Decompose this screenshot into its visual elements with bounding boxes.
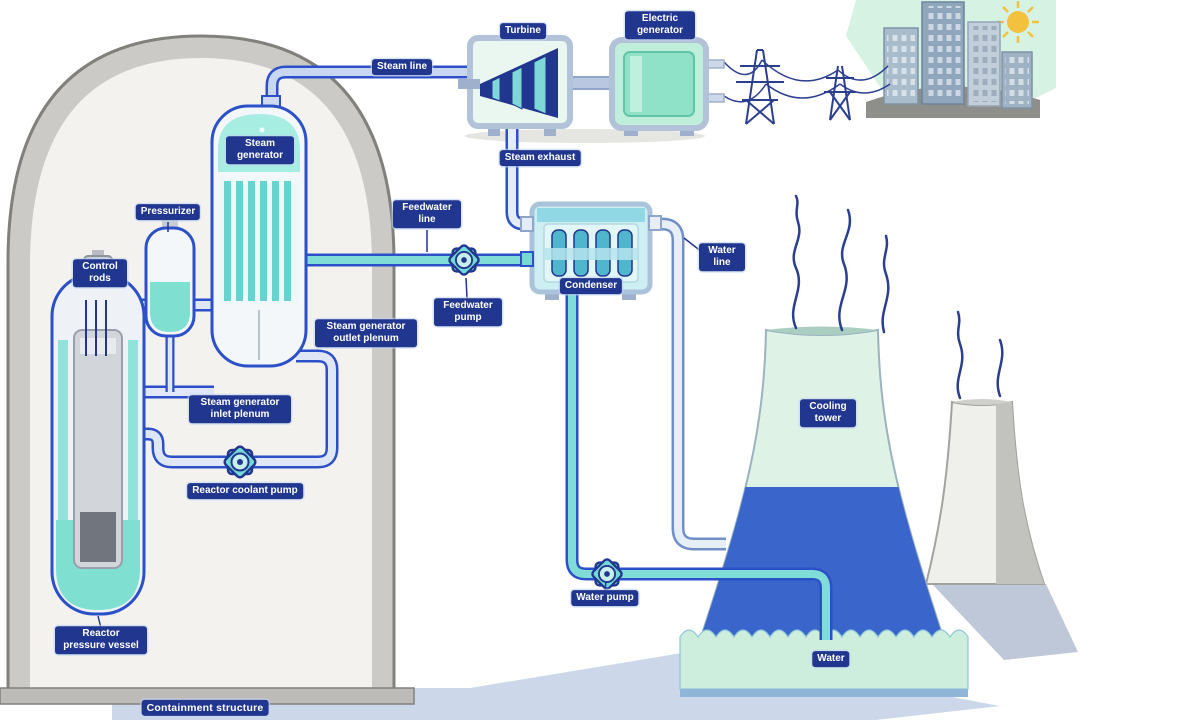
city-scene [846,0,1056,118]
sun-icon [997,1,1039,43]
label-electric-generator: Electric generator [625,11,695,39]
label-control-rods: Control rods [73,259,127,287]
label-feedwater-pump: Feedwater pump [434,298,502,326]
electric-generator [609,37,725,136]
pylon-icon [824,65,856,121]
small-cooling-tower [924,399,1046,585]
label-water-pump: Water pump [571,590,639,606]
steam-line-pipe [268,68,470,112]
cooling-return-pipe [568,292,830,640]
steam-plumes [791,194,1004,400]
label-steam-generator: Steam generator [226,136,294,164]
label-pressurizer: Pressurizer [135,204,201,220]
turbine [458,35,617,136]
transmission-lines [723,49,891,125]
label-reactor-coolant-pump: Reactor coolant pump [187,483,303,499]
city-buildings [883,1,1033,109]
pylon-icon [736,49,784,125]
label-feedwater-line: Feedwater line [393,200,461,228]
label-water: Water [812,651,850,667]
label-sg-inlet-plenum: Steam generator inlet plenum [189,395,291,423]
reactor-pressure-vessel [50,250,146,616]
pressurizer [144,220,196,338]
label-reactor-pressure-vessel: Reactor pressure vessel [55,626,147,654]
water-pump-icon [589,556,625,592]
condenser-tubes [544,229,638,277]
feedwater-pump-icon [446,242,482,278]
label-containment-structure: Containment structure [141,699,269,717]
condenser [520,201,662,300]
label-steam-exhaust: Steam exhaust [499,150,581,166]
label-steam-line: Steam line [371,59,433,75]
label-cooling-tower: Cooling tower [800,399,856,427]
turbine-shaft [565,76,617,90]
cooling-supply-pipe [648,220,726,548]
sg-tube-bundle [224,181,291,301]
label-condenser: Condenser [559,278,623,294]
label-water-line: Water line [699,243,745,271]
fuel-assembly [80,512,116,562]
label-turbine: Turbine [500,23,546,39]
core-barrel [73,329,123,569]
control-rods-icon [85,300,107,356]
label-sg-outlet-plenum: Steam generator outlet plenum [315,319,417,347]
power-wires [723,59,891,103]
